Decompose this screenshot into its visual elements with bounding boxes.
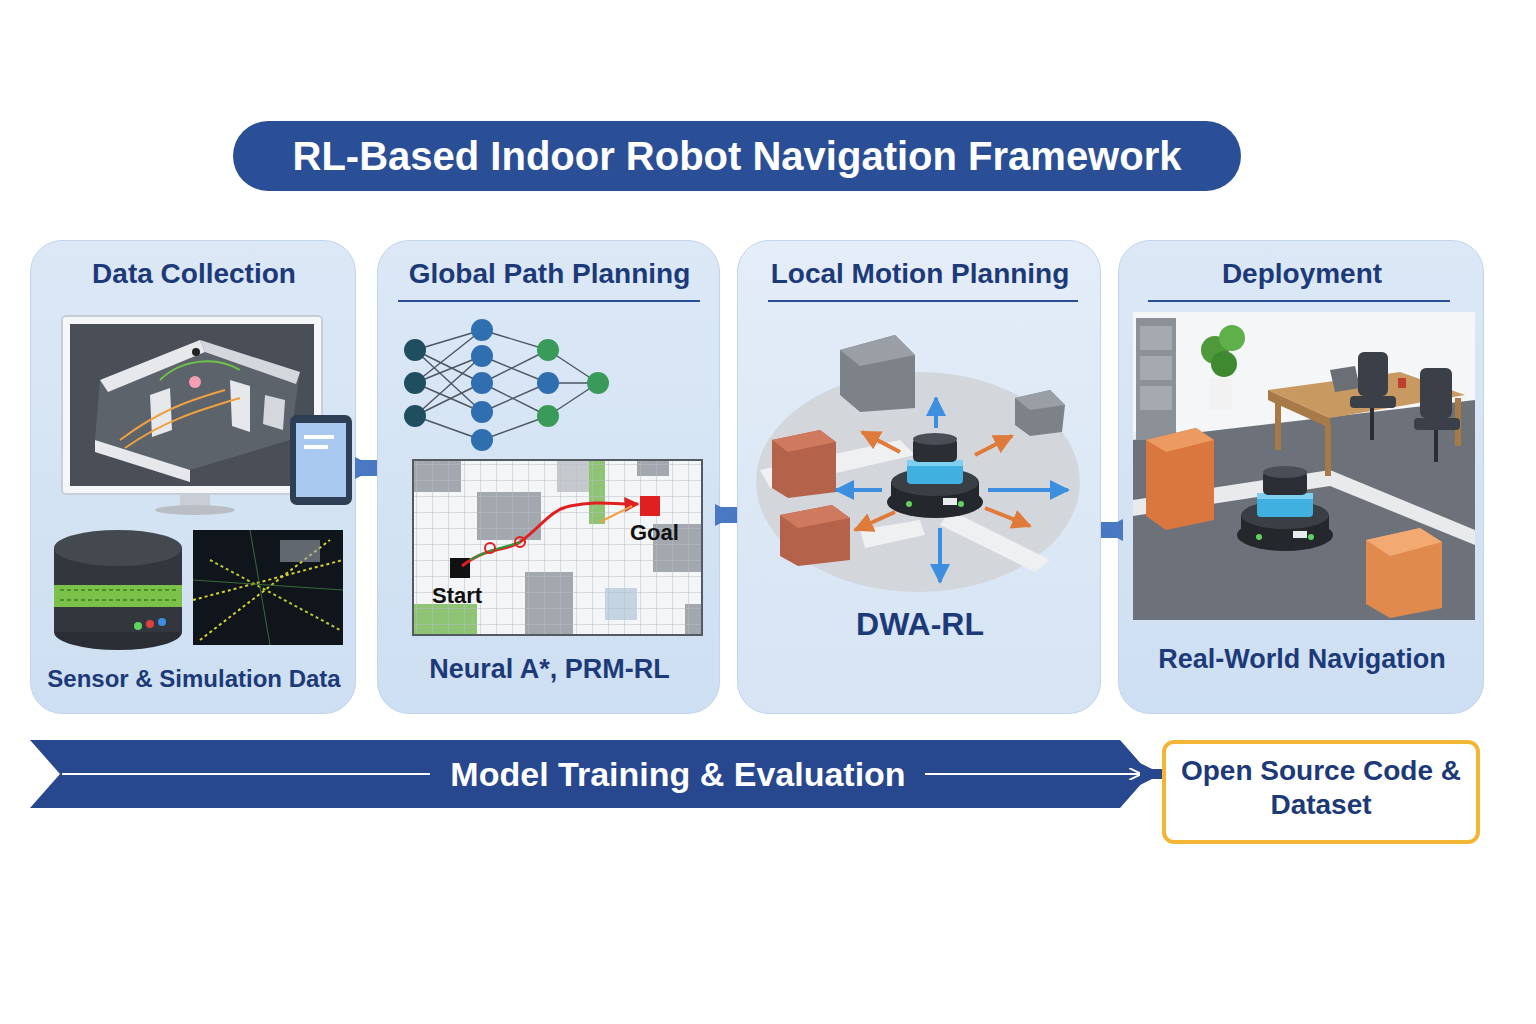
title-text: RL-Based Indoor Robot Navigation Framewo… — [293, 134, 1182, 179]
node-subtitle: DWA-RL — [738, 605, 1102, 643]
stage-panel: DeploymentReal-World Navigation — [1118, 240, 1484, 714]
stage-panel: Global Path PlanningNeural A*, PRM-RL — [377, 240, 720, 714]
title-pill: RL-Based Indoor Robot Navigation Framewo… — [233, 121, 1241, 191]
stage-panel: Data CollectionSensor & Simulation Data — [30, 240, 356, 714]
node-heading: Global Path Planning — [378, 257, 721, 291]
training-band: Model Training & Evaluation — [30, 740, 1150, 808]
node-heading: Open Source Code & Dataset — [1180, 754, 1462, 821]
flow-arrow — [356, 460, 377, 476]
flow-arrow — [1101, 522, 1118, 538]
node-subtitle: Real-World Navigation — [1119, 643, 1485, 675]
map-label: Start — [432, 583, 482, 609]
node-heading: Data Collection — [31, 257, 357, 291]
flow-arrow — [1150, 769, 1162, 779]
node-heading: Local Motion Planning — [738, 257, 1102, 291]
stage-panel: Local Motion PlanningDWA-RL — [737, 240, 1101, 714]
band-shape — [30, 740, 1150, 808]
output-box: Open Source Code & Dataset — [1162, 740, 1480, 844]
flow-arrow — [720, 507, 737, 523]
node-subtitle: Sensor & Simulation Data — [31, 665, 357, 694]
node-heading: Model Training & Evaluation — [278, 754, 1078, 795]
node-subtitle: Neural A*, PRM-RL — [378, 653, 721, 685]
node-heading: Deployment — [1119, 257, 1485, 291]
map-label: Goal — [630, 520, 679, 546]
